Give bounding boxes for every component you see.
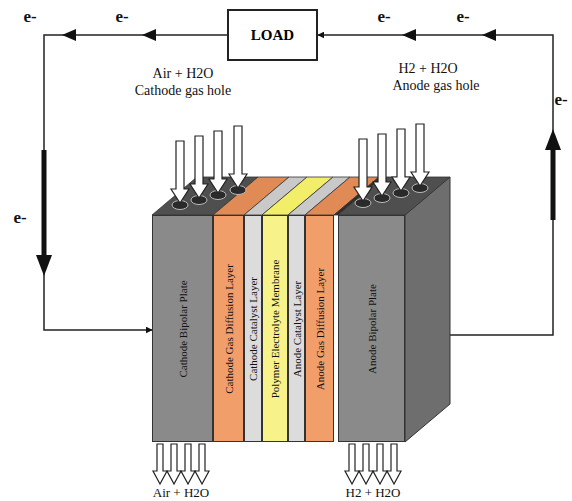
load-box: LOAD [227, 9, 318, 61]
layer-label: Anode Bipolar Plate [366, 284, 378, 374]
gas-label: Anode gas hole [392, 78, 479, 94]
bipolar-plate: Cathode Bipolar Plate [152, 215, 213, 442]
gas-label: Cathode gas hole [135, 83, 231, 99]
layer-label: Anode Gas Diffusion Layer [314, 267, 326, 389]
gas-label: H2 + H2O [346, 485, 401, 501]
bipolar-plate: Anode Bipolar Plate [338, 215, 405, 442]
load-label: LOAD [251, 27, 294, 44]
gas-label: H2 + H2O [398, 61, 457, 77]
electron-label: e- [456, 7, 469, 27]
layer-label: Anode Catalyst Layer [291, 280, 303, 377]
gas-outlet-arrow [153, 444, 401, 484]
top-face [338, 177, 450, 215]
catalyst-layer: Cathode Catalyst Layer [244, 215, 262, 442]
electron-label: e- [554, 90, 567, 110]
gas-diffusion-layer: Cathode Gas Diffusion Layer [213, 215, 244, 442]
gas-inlet-arrow [171, 124, 429, 203]
layer-label: Cathode Bipolar Plate [177, 280, 189, 377]
catalyst-layer: Anode Catalyst Layer [288, 215, 305, 442]
layer-label: Cathode Gas Diffusion Layer [223, 264, 235, 394]
gas-hole [172, 184, 428, 210]
gas-label: Air + H2O [153, 485, 209, 501]
side-face [405, 177, 450, 442]
layer-label: Polymer Electrolyte Membrane [269, 259, 281, 398]
electron-label: e- [377, 7, 390, 27]
gas-label: Air + H2O [153, 66, 214, 82]
electron-label: e- [13, 208, 26, 228]
electron-label: e- [23, 7, 36, 27]
layer-label: Cathode Catalyst Layer [247, 277, 259, 381]
electrolyte-membrane: Polymer Electrolyte Membrane [262, 215, 288, 442]
gas-diffusion-layer: Anode Gas Diffusion Layer [305, 215, 334, 442]
electron-label: e- [115, 7, 128, 27]
